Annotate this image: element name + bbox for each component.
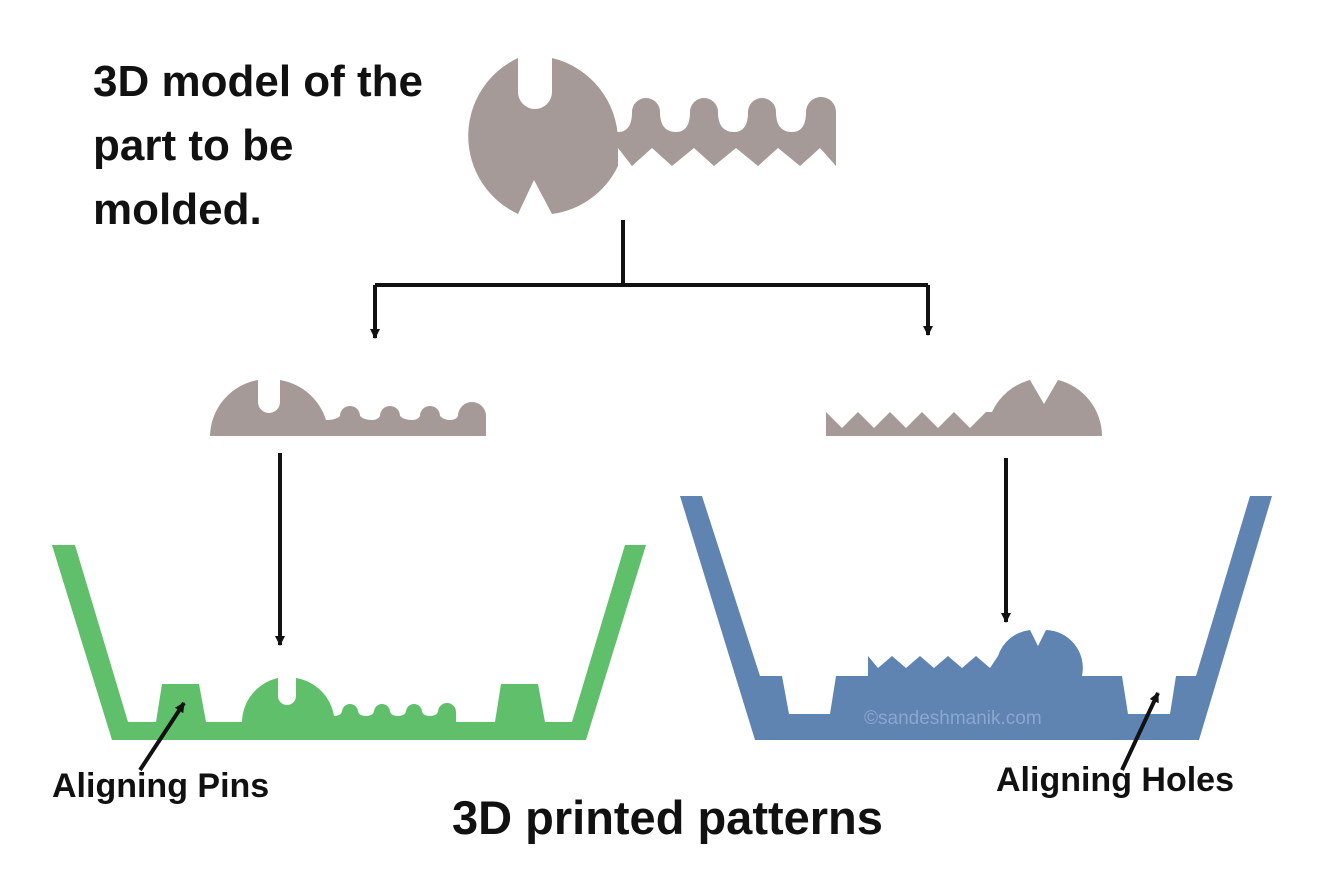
lower-half-part <box>826 380 1102 436</box>
part-head-shape <box>468 58 618 214</box>
patterns-title: 3D printed patterns <box>452 791 883 844</box>
watermark-text: ©sandeshmanik.com <box>864 708 1042 729</box>
pattern-arrows <box>275 453 1011 646</box>
upper-half-part <box>210 380 486 436</box>
pin-pattern <box>52 545 646 740</box>
aligning-pins-pointer <box>138 701 186 772</box>
aligning-pin-left <box>156 684 206 722</box>
aligning-pin-right <box>495 684 545 722</box>
pin-pattern-part-imprint <box>242 678 456 722</box>
hole-pattern <box>680 496 1272 740</box>
aligning-holes-pointer <box>1120 692 1160 771</box>
part-shaft-shape <box>612 97 836 166</box>
full-part-model <box>468 58 836 214</box>
split-connector <box>370 220 933 339</box>
aligning-holes-label: Aligning Holes <box>996 761 1234 799</box>
pin-pattern-frame <box>52 545 646 740</box>
model-title: 3D model of the part to be molded. <box>93 57 424 234</box>
hole-pattern-frame <box>680 496 1272 740</box>
aligning-pins-label: Aligning Pins <box>52 767 270 805</box>
